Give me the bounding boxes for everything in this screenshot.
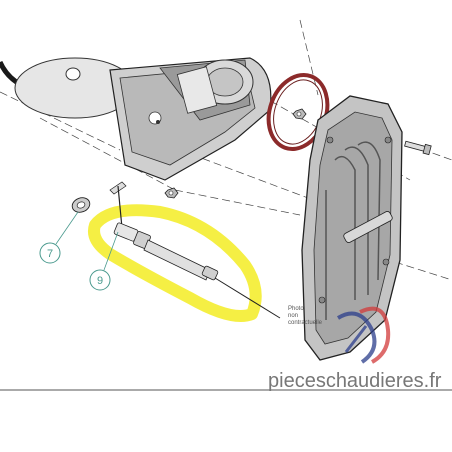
shop-logo: [336, 306, 391, 364]
callout-9-label: 9: [97, 275, 103, 287]
site-watermark: pieceschaudieres.fr: [268, 370, 442, 392]
burner-housing: [0, 57, 136, 119]
nut-middle: [164, 187, 179, 199]
gasket-washer: [71, 197, 91, 213]
combustion-door: [301, 95, 403, 361]
burner-plate: [109, 57, 272, 181]
photo-disclaimer: Photo non contractuelle: [288, 306, 322, 327]
electrode-highlight: [88, 204, 262, 322]
callout-7-label: 7: [47, 248, 53, 260]
callout-7: 7: [39, 211, 79, 264]
photo-disclaimer-line2: non: [288, 313, 299, 319]
callout-9: 9: [89, 231, 119, 291]
nut-top: [292, 108, 307, 120]
door-bolt: [404, 140, 432, 156]
photo-disclaimer-line3: contractuelle: [288, 320, 323, 326]
ignition-electrode: [109, 181, 281, 319]
photo-disclaimer-line1: Photo: [288, 306, 304, 312]
